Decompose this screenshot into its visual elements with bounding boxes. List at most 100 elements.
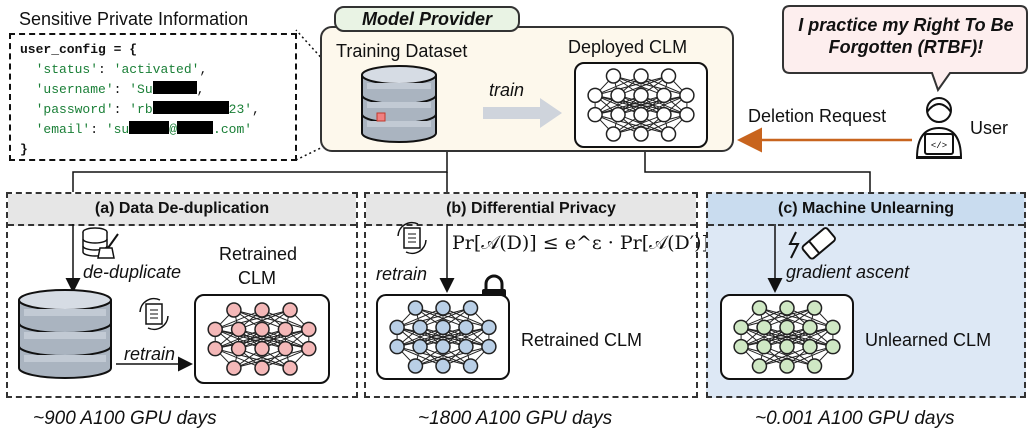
redaction-bar (129, 121, 170, 134)
network-node (679, 106, 695, 123)
network-node (779, 300, 795, 316)
network-edge (442, 307, 490, 328)
network-node (207, 321, 223, 338)
retrained-clm-label-2: CLM (238, 268, 277, 288)
network-node (282, 302, 298, 318)
network-edge (740, 346, 815, 367)
network-edge (740, 346, 788, 367)
network-edge (419, 346, 471, 367)
network-node (301, 321, 317, 338)
network-edge (759, 307, 811, 328)
network-node (462, 300, 479, 316)
retrain-icon (397, 221, 427, 255)
network-edge (396, 307, 444, 328)
eraser-icon (788, 227, 836, 260)
network-edge (594, 94, 642, 116)
network-node (230, 321, 247, 338)
network-edge (759, 346, 834, 367)
network-node (435, 319, 451, 336)
network-edge (594, 75, 642, 96)
code-snippet-box: user_config = { 'status': 'activated', '… (9, 33, 297, 161)
network-node (412, 338, 428, 355)
deployed-clm-label: Deployed CLM (568, 37, 688, 57)
network-node (407, 300, 424, 316)
network-node (587, 87, 603, 104)
network-edge (617, 94, 688, 116)
network-edge (238, 348, 291, 369)
network-node (481, 319, 497, 336)
network-edge (396, 346, 471, 367)
network-node (226, 360, 242, 376)
network-node (277, 340, 294, 357)
redaction-bar (152, 101, 229, 114)
network-edge (233, 309, 309, 330)
network-edge (215, 309, 291, 330)
network-edge (215, 348, 263, 369)
network-node (733, 319, 749, 336)
network-node (633, 126, 649, 142)
sensitive-title: Sensitive Private Information (19, 9, 249, 29)
network-node (779, 338, 795, 355)
network-node (277, 321, 294, 338)
panel-a-cost: ~900 A100 GPU days (33, 408, 217, 429)
code-line-closing: } (20, 142, 28, 157)
network-edge (640, 75, 688, 96)
network-node (733, 338, 749, 355)
deletion-request-label: Deletion Request (748, 106, 887, 126)
network-edge (740, 307, 788, 328)
network-node (679, 87, 695, 104)
train-label: train (489, 80, 525, 100)
network-edge (233, 309, 286, 330)
network-node (756, 338, 772, 355)
network-edge (640, 114, 688, 135)
network-node (435, 338, 451, 355)
svg-text:</>: </> (931, 141, 947, 151)
network-node (389, 319, 405, 336)
network-edge (613, 114, 688, 135)
network-edge (215, 328, 309, 350)
network-edge (261, 309, 309, 330)
panel-c-title: (c) Machine Unlearning (708, 194, 1024, 226)
network-edge (617, 114, 669, 135)
network-node (779, 358, 795, 374)
network-node (751, 300, 768, 316)
network-node (254, 321, 270, 338)
network-edge (238, 309, 291, 330)
network-edge (415, 346, 490, 367)
code-line-1: user_config = { (20, 42, 138, 57)
network-edge (613, 114, 665, 135)
network-node (660, 126, 677, 142)
model-provider-title: Model Provider (334, 6, 520, 32)
network-edge (396, 346, 444, 367)
retrain-icon (139, 297, 169, 331)
code-line-username: 'username': 'Su, (35, 81, 205, 97)
network-edge (233, 348, 286, 369)
network-node (207, 340, 223, 357)
network-node (435, 300, 451, 316)
panel-b-retrain-label: retrain (376, 264, 428, 284)
network-edge (233, 348, 309, 369)
network-node (633, 106, 649, 123)
network-node (458, 338, 474, 355)
network-node (633, 68, 649, 84)
code-line-email: 'email': 'su@.com' (35, 121, 253, 137)
network-node (610, 106, 626, 123)
network-edge (396, 326, 444, 348)
network-edge (396, 307, 471, 328)
network-edge (594, 94, 665, 116)
network-edge (640, 94, 688, 116)
network-node (412, 319, 428, 336)
network-edge (415, 307, 467, 328)
dedup-label: de-duplicate (83, 262, 182, 282)
network-edge (415, 346, 467, 367)
network-node (656, 87, 672, 104)
network-node (587, 106, 603, 123)
